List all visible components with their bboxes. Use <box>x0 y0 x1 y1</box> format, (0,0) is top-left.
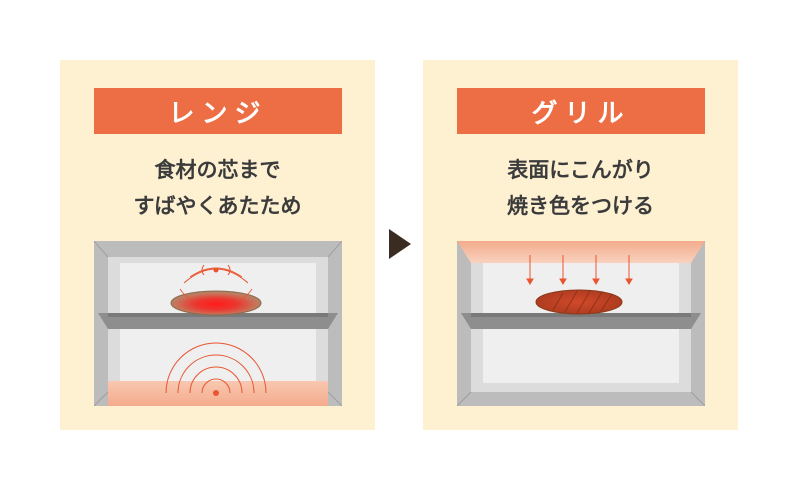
grill-description: 表面にこんがり 焼き色をつける <box>423 152 738 224</box>
grill-oven-illustration <box>457 241 705 406</box>
microwave-panel: レンジ 食材の芯まで すばやくあたため <box>60 60 375 430</box>
grill-desc-line-2: 焼き色をつける <box>507 194 654 218</box>
heat-arrows-icon <box>526 255 633 285</box>
triangle-arrow-icon <box>389 229 411 259</box>
grill-panel: グリル 表面にこんがり 焼き色をつける <box>423 60 738 430</box>
top-wave-icon <box>201 264 205 276</box>
microwave-title: レンジ <box>94 88 342 134</box>
bottom-wave-icon <box>201 378 231 394</box>
grill-title: グリル <box>457 88 705 134</box>
microwave-food <box>170 290 262 316</box>
grill-top-heater-glow <box>457 241 705 263</box>
microwave-description: 食材の芯まで すばやくあたため <box>60 152 375 224</box>
microwave-desc-line-1: 食材の芯まで <box>154 158 281 182</box>
grilled-food <box>535 289 623 315</box>
microwave-oven-illustration <box>94 241 342 406</box>
bottom-emitter-dot <box>213 390 219 396</box>
grill-desc-line-1: 表面にこんがり <box>507 158 654 182</box>
microwave-desc-line-2: すばやくあたため <box>133 194 302 218</box>
grill-marks <box>552 290 613 314</box>
